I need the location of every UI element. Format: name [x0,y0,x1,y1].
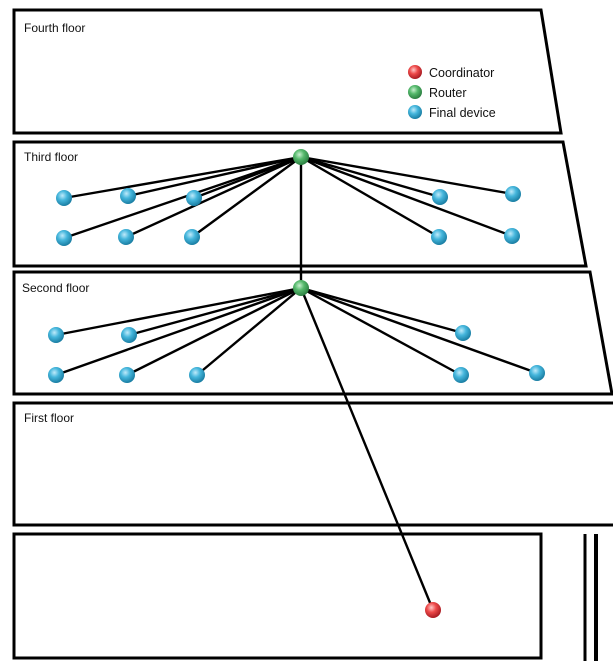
router-node-third-floor [293,149,309,165]
final-device-node [505,186,521,202]
link [299,155,515,196]
floor-ground-outline [12,532,543,660]
link [299,286,539,375]
final-device-node [121,327,137,343]
final-device-node [56,230,72,246]
link [54,286,303,377]
final-device-node [56,190,72,206]
final-device-node [455,325,471,341]
link [127,286,303,337]
floor-third-label: Third floor [24,150,78,164]
link [299,155,442,199]
link [124,155,303,239]
floor-fourth-outline [12,8,563,135]
network-links [54,155,539,612]
link [190,155,303,239]
final-device-node [184,229,200,245]
link [54,286,303,337]
final-device-node [432,189,448,205]
legend-final-device-icon [408,105,422,119]
final-device-node [119,367,135,383]
legend-final-device-label: Final device [429,106,496,120]
final-device-node [118,229,134,245]
final-device-node [453,367,469,383]
final-device-node [120,188,136,204]
floor-ground [12,532,598,661]
legend-router-label: Router [429,86,467,100]
router-node-second-floor [293,280,309,296]
floor-first-outline [12,401,613,527]
floor-fourth-label: Fourth floor [24,21,85,35]
link [62,155,303,240]
floor-first-label: First floor [24,411,74,425]
link [125,286,303,377]
floor-second-outline [12,270,613,396]
floor-second-label: Second floor [22,281,89,295]
legend: Coordinator Router Final device [408,65,496,120]
link [195,286,303,377]
link [299,155,514,238]
link [299,286,463,377]
legend-coordinator-label: Coordinator [429,66,494,80]
final-device-node [48,367,64,383]
link [62,155,303,200]
final-device-node [504,228,520,244]
coordinator-node [425,602,441,618]
second-floor-devices [48,325,545,383]
legend-coordinator-icon [408,65,422,79]
link-router-coordinator [299,286,435,612]
final-device-node [529,365,545,381]
link [299,286,465,335]
third-floor-devices [56,186,521,246]
final-device-node [431,229,447,245]
final-device-node [186,190,202,206]
final-device-node [48,327,64,343]
floor-second: Second floor [12,270,613,396]
floor-fourth: Fourth floor [12,8,563,135]
legend-router-icon [408,85,422,99]
link [126,155,303,198]
floor-first: First floor [12,401,613,527]
link [299,155,441,239]
final-device-node [189,367,205,383]
